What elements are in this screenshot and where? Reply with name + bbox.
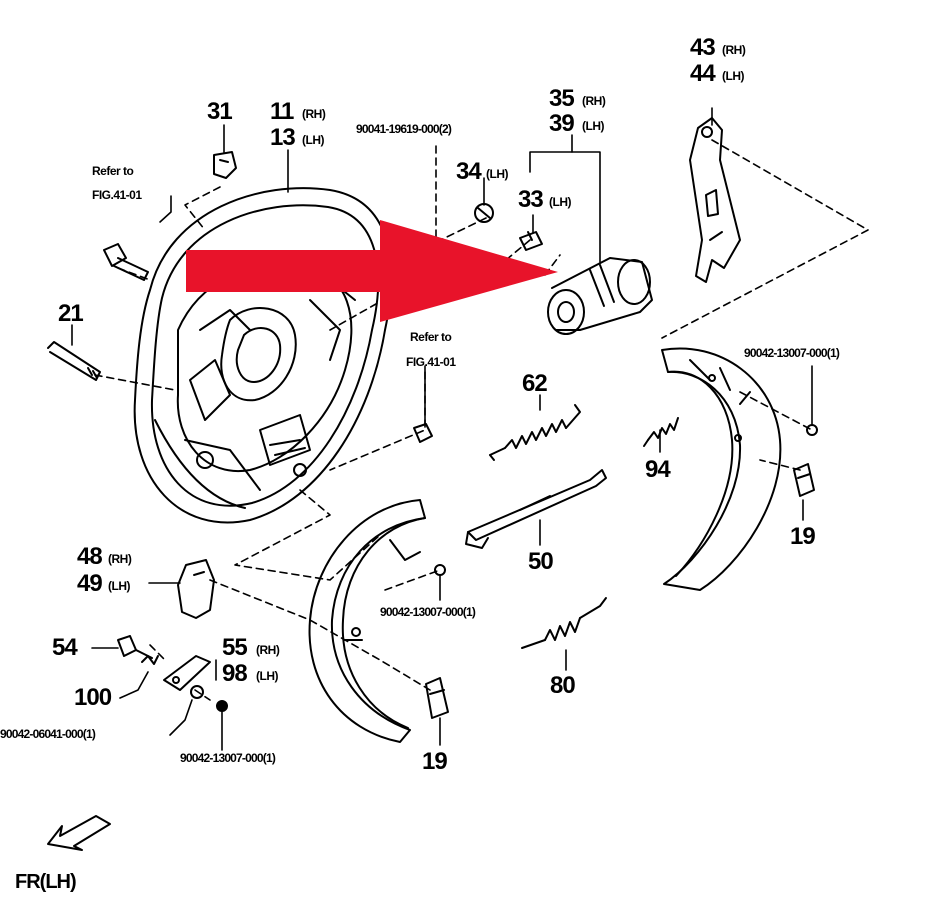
label-98: 98	[222, 660, 248, 687]
washer-left[interactable]	[190, 685, 204, 699]
label-49-side: (LH)	[108, 579, 131, 593]
label-33-side: (LH)	[549, 195, 572, 209]
brake-shoe-left[interactable]	[308, 499, 426, 743]
pin-mid[interactable]	[434, 564, 446, 576]
red-arrow-highlight	[186, 220, 558, 322]
label-pn-top: 90041-19619-000(2)	[356, 122, 452, 136]
label-34: 34	[456, 158, 482, 185]
label-21: 21	[58, 300, 84, 327]
label-refer-2b: FIG.41-01	[406, 355, 456, 369]
label-43: 43	[690, 34, 716, 61]
label-98-side: (LH)	[256, 669, 279, 683]
label-34-side: (LH)	[486, 167, 509, 181]
spring-100[interactable]	[141, 655, 159, 665]
backing-plate[interactable]	[133, 187, 393, 524]
strut-50[interactable]	[465, 469, 607, 549]
label-pn-mid: 90042-13007-000(1)	[380, 605, 476, 619]
pin-bottom[interactable]	[216, 700, 228, 712]
label-pn-bottom: 90042-13007-000(1)	[180, 751, 276, 765]
label-19-right: 19	[790, 523, 816, 550]
bolt-54[interactable]	[117, 635, 153, 659]
label-39-side: (LH)	[582, 119, 605, 133]
label-54: 54	[52, 634, 78, 661]
leader-lines	[94, 139, 869, 701]
label-94: 94	[645, 456, 671, 483]
lever-43-44[interactable]	[689, 117, 741, 283]
label-48: 48	[77, 543, 103, 570]
label-44: 44	[690, 60, 716, 87]
label-50: 50	[528, 548, 554, 575]
label-pn-left: 90042-06041-000(1)	[0, 727, 96, 741]
pin-21[interactable]	[47, 341, 101, 381]
label-pn-right: 90042-13007-000(1)	[744, 346, 840, 360]
clip-31[interactable]	[213, 151, 237, 179]
label-100: 100	[74, 684, 112, 711]
front-arrow-icon	[47, 815, 111, 851]
cap-34[interactable]	[474, 203, 494, 223]
clip-19-bottom[interactable]	[425, 677, 449, 719]
label-55-side: (RH)	[256, 643, 280, 657]
label-31: 31	[207, 98, 233, 125]
brake-shoe-right[interactable]	[661, 347, 782, 591]
spring-80[interactable]	[521, 597, 607, 649]
plate-55-98[interactable]	[163, 655, 211, 691]
label-55: 55	[222, 634, 248, 661]
label-33: 33	[518, 186, 544, 213]
label-35-side: (RH)	[582, 94, 606, 108]
bleeder-33[interactable]	[519, 231, 543, 251]
label-19-bottom: 19	[422, 748, 448, 775]
label-80: 80	[550, 672, 576, 699]
label-refer-2a: Refer to	[410, 330, 452, 344]
label-35: 35	[549, 85, 575, 112]
pin-right[interactable]	[806, 424, 818, 436]
label-13-side: (LH)	[302, 133, 325, 147]
label-refer-1a: Refer to	[92, 164, 134, 178]
label-refer-1b: FIG.41-01	[92, 188, 142, 202]
label-11-side: (RH)	[302, 107, 326, 121]
label-62: 62	[522, 370, 548, 397]
label-front: FR(LH)	[15, 871, 77, 893]
nut-ref2[interactable]	[413, 423, 433, 443]
bolt-ref[interactable]	[103, 243, 149, 281]
plate-48-49[interactable]	[177, 559, 215, 619]
solid-leaders	[71, 107, 813, 751]
label-49: 49	[77, 570, 103, 597]
label-13: 13	[270, 124, 296, 151]
label-43-side: (RH)	[722, 43, 746, 57]
wheel-cylinder[interactable]	[547, 257, 653, 335]
label-44-side: (LH)	[722, 69, 745, 83]
spring-62[interactable]	[489, 404, 581, 461]
clip-19-right[interactable]	[793, 463, 815, 497]
spring-94[interactable]	[643, 417, 679, 447]
label-39: 39	[549, 110, 575, 137]
label-48-side: (RH)	[108, 552, 132, 566]
label-11: 11	[270, 98, 294, 125]
